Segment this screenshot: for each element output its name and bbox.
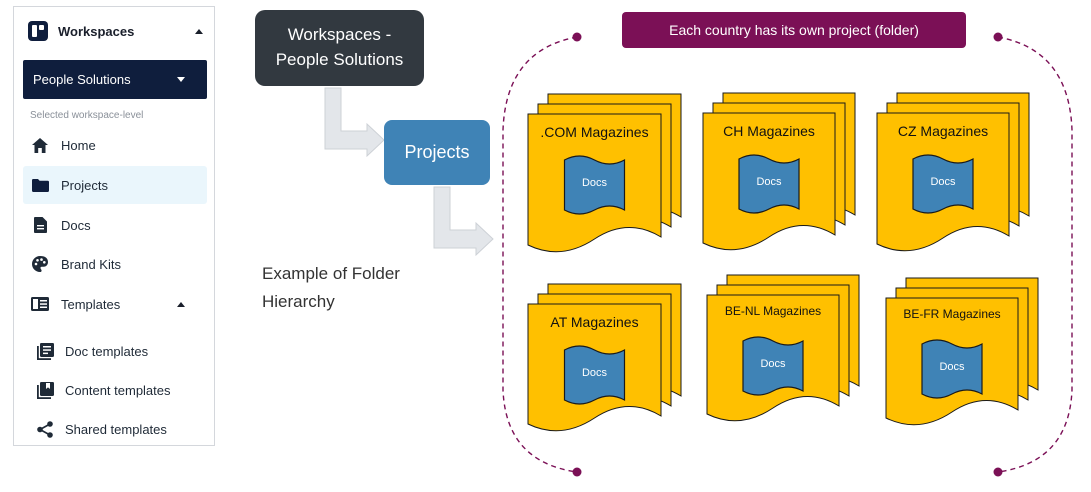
- templates-icon: [31, 295, 49, 313]
- sub-item-label: Shared templates: [65, 421, 167, 437]
- example-caption: Example of Folder Hierarchy: [262, 264, 400, 312]
- country-folder-stack: [527, 283, 682, 432]
- folder-title: CZ Magazines: [897, 123, 989, 139]
- country-folder-stack: [527, 93, 682, 253]
- workspace-title: Workspaces: [58, 23, 135, 39]
- nav-item-label: Projects: [61, 177, 108, 193]
- workspace-to-projects-arrow: [324, 87, 385, 158]
- sub-item-doc-templates[interactable]: Doc templates: [36, 334, 206, 368]
- folder-title: CH Magazines: [723, 123, 815, 139]
- doc-templates-icon: [36, 342, 54, 360]
- folder-title: .COM Magazines: [540, 124, 649, 140]
- docs-flag: [563, 345, 626, 405]
- workspace-level-caption: Selected workspace-level: [30, 110, 144, 121]
- bracket-dot: [993, 32, 1003, 42]
- country-folder-stack: [885, 277, 1039, 426]
- sub-item-label: Content templates: [65, 382, 171, 398]
- docs-flag: [563, 155, 626, 215]
- folder-title: BE-NL Magazines: [724, 304, 822, 318]
- workspace-sidebar: Workspaces People Solutions Selected wor…: [13, 6, 215, 446]
- nav-item-label: Home: [61, 137, 96, 153]
- docs-label: Docs: [581, 177, 608, 189]
- sub-item-shared-templates[interactable]: Shared templates: [36, 412, 206, 446]
- docs-label: Docs: [760, 358, 786, 370]
- templates-collapse-caret-icon[interactable]: [177, 301, 185, 307]
- docs-label: Docs: [581, 367, 608, 379]
- country-folder-stack: [876, 92, 1030, 252]
- folder-title: BE-FR Magazines: [903, 307, 1001, 321]
- workspace-header[interactable]: Workspaces: [28, 19, 203, 43]
- document-icon: [31, 216, 49, 234]
- projects-box: Projects: [384, 120, 490, 185]
- share-icon: [36, 420, 54, 438]
- content-templates-icon: [36, 381, 54, 399]
- sub-item-content-templates[interactable]: Content templates: [36, 373, 206, 407]
- workspaces-box: Workspaces - People Solutions: [255, 10, 424, 86]
- docs-flag: [912, 154, 974, 214]
- nav-item-label: Docs: [61, 217, 91, 233]
- workspace-logo-icon: [28, 21, 48, 41]
- collapse-caret-icon[interactable]: [195, 28, 203, 34]
- bracket-dot: [572, 467, 582, 477]
- home-icon: [31, 136, 49, 154]
- country-folder-stack: [706, 274, 860, 422]
- workspace-select[interactable]: People Solutions: [23, 60, 207, 99]
- docs-flag: [738, 154, 800, 214]
- nav-item-label: Templates: [61, 296, 121, 312]
- chevron-down-icon: [177, 77, 185, 82]
- nav-item-projects[interactable]: Projects: [23, 166, 207, 204]
- docs-flag: [742, 336, 804, 396]
- palette-icon: [31, 255, 49, 273]
- sub-item-label: Doc templates: [65, 343, 149, 359]
- folder-title: AT Magazines: [550, 314, 639, 330]
- docs-label: Docs: [939, 361, 965, 373]
- bracket-dot: [572, 32, 582, 42]
- docs-label: Docs: [930, 176, 956, 188]
- nav-item-templates[interactable]: Templates: [23, 285, 207, 323]
- workspace-select-value: People Solutions: [33, 72, 131, 87]
- nav-item-home[interactable]: Home: [23, 126, 207, 164]
- nav-item-brand-kits[interactable]: Brand Kits: [23, 245, 207, 283]
- bracket-dot: [993, 467, 1003, 477]
- folder-icon: [31, 176, 49, 194]
- country-projects-bracket-right: [997, 36, 1073, 473]
- country-projects-bracket: [502, 36, 578, 473]
- country-folder-stack: [702, 92, 856, 251]
- nav-item-label: Brand Kits: [61, 256, 121, 272]
- docs-label: Docs: [756, 176, 782, 188]
- nav-item-docs[interactable]: Docs: [23, 206, 207, 244]
- projects-to-folders-arrow: [433, 186, 494, 257]
- docs-flag: [921, 339, 983, 399]
- country-banner: Each country has its own project (folder…: [622, 12, 966, 48]
